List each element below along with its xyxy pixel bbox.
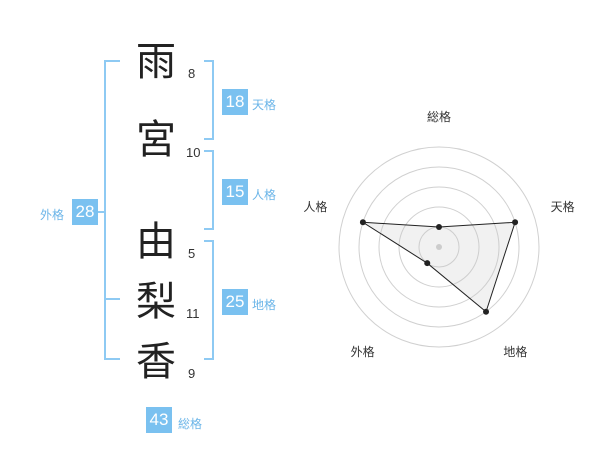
soukaku-badge: 43 (146, 407, 172, 433)
stroke-count-2: 10 (186, 145, 201, 160)
radar-ring-2 (398, 206, 480, 288)
soukaku-label: 総格 (178, 417, 203, 431)
radar-ring-4 (358, 166, 520, 328)
radar-axis-label-1: 天格 (551, 199, 575, 214)
jinkaku-label: 人格 (252, 188, 277, 202)
name-char-4: 梨 (136, 279, 176, 325)
tenkaku-label: 天格 (252, 98, 277, 112)
stroke-count-1: 8 (188, 66, 196, 81)
stroke-count-3: 5 (188, 246, 196, 261)
outer-bracket-connector (98, 211, 106, 213)
chikaku-bracket-bottom (204, 358, 214, 360)
radar-axis-label-3: 外格 (351, 344, 375, 359)
radar-axis-label-0: 総格 (427, 109, 451, 124)
radar-ring-5 (338, 146, 540, 348)
radar-center-dot (436, 244, 442, 250)
radar-point-1 (512, 219, 519, 226)
tenkaku-bracket-bottom (204, 138, 214, 140)
radar-series-polygon (362, 221, 516, 313)
radar-point-2 (483, 308, 490, 315)
stroke-count-5: 9 (188, 366, 196, 381)
name-char-3: 由 (136, 219, 176, 265)
chikaku-label: 地格 (252, 298, 277, 312)
outer-bracket-top (104, 60, 120, 62)
radar-point-3 (424, 260, 431, 267)
radar-ring-3 (378, 186, 500, 308)
radar-points (359, 219, 519, 315)
stroke-count-4: 11 (186, 306, 200, 321)
outer-bracket-vertical (104, 60, 106, 360)
jinkaku-bracket-bottom (204, 228, 214, 230)
jinkaku-badge: 15 (222, 179, 248, 205)
outer-bracket-bottom (104, 358, 120, 360)
radar-axis-label-4: 人格 (303, 199, 327, 214)
tenkaku-bracket-vertical (212, 60, 214, 140)
chikaku-bracket-top (204, 240, 214, 242)
jinkaku-bracket-vertical (212, 150, 214, 230)
radar-point-0 (436, 224, 442, 230)
chikaku-bracket-vertical (212, 240, 214, 360)
name-char-2: 宮 (136, 117, 176, 163)
tenkaku-bracket-top (204, 60, 214, 62)
outer-bracket-middle (104, 298, 120, 300)
name-char-5: 香 (136, 339, 176, 385)
jinkaku-bracket-top (204, 150, 214, 152)
tenkaku-badge: 18 (222, 89, 248, 115)
radar-grid (338, 146, 540, 348)
radar-point-4 (359, 219, 366, 226)
gaikaku-badge: 28 (72, 199, 98, 225)
radar-axis-label-2: 地格 (503, 344, 527, 359)
name-char-1: 雨 (136, 39, 176, 85)
chikaku-badge: 25 (222, 289, 248, 315)
gaikaku-label: 外格 (40, 208, 65, 222)
